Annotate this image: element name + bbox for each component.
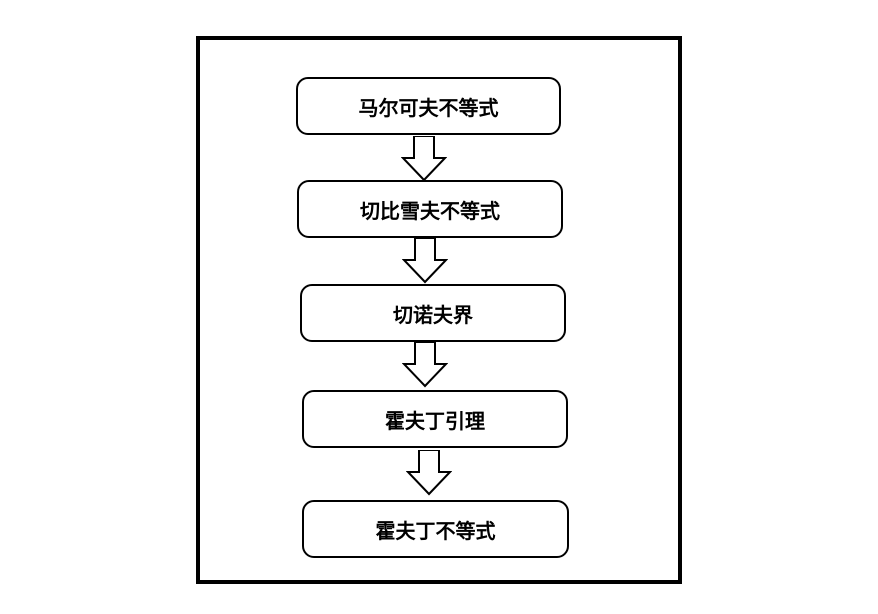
arrow-down-icon (401, 136, 447, 182)
node-markov-inequality: 马尔可夫不等式 (296, 77, 561, 135)
node-label: 切诺夫界 (393, 302, 473, 327)
node-label: 霍夫丁不等式 (375, 518, 496, 543)
node-label: 切比雪夫不等式 (360, 198, 500, 223)
node-chebyshev-inequality: 切比雪夫不等式 (297, 180, 563, 238)
arrow-down-icon (402, 342, 448, 388)
node-hoeffding-lemma: 霍夫丁引理 (302, 390, 568, 448)
arrow-down-icon (406, 450, 452, 496)
node-label: 马尔可夫不等式 (358, 95, 499, 120)
arrow-down-icon (402, 238, 448, 284)
node-label: 霍夫丁引理 (385, 408, 485, 433)
diagram-frame (196, 36, 682, 584)
node-hoeffding-inequality: 霍夫丁不等式 (302, 500, 569, 558)
node-chernoff-bound: 切诺夫界 (300, 284, 566, 342)
